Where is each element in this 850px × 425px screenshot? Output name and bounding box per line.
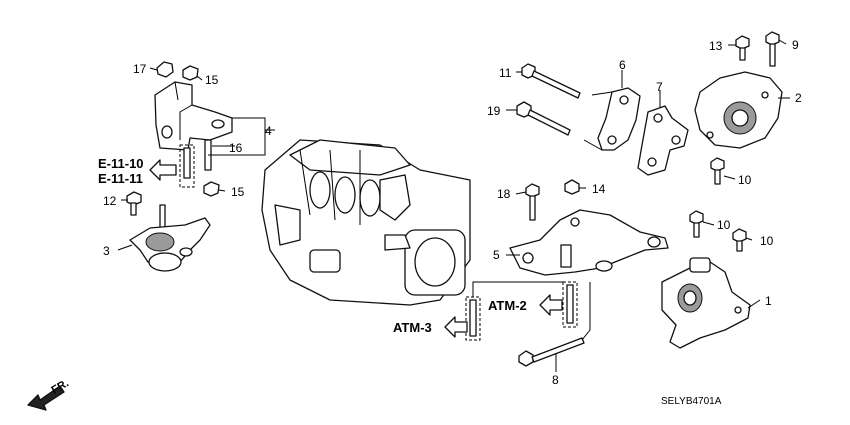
callout-1: 1 (765, 294, 772, 308)
nut-14 (564, 179, 580, 195)
mount-1 (661, 257, 751, 349)
bolt-8 (518, 337, 585, 367)
callout-18: 18 (497, 187, 511, 201)
callout-16: 16 (229, 141, 243, 155)
front-direction-label: FR. (50, 377, 71, 396)
stud-atm-2 (562, 281, 578, 328)
reference-labels: E-11-10 E-11-11 ATM-2 ATM-3 (98, 156, 527, 335)
bracket-6 (583, 87, 641, 151)
reference-arrow-atm-2 (539, 294, 563, 316)
callout-15-upper: 15 (205, 73, 219, 87)
callout-15-lower: 15 (231, 185, 245, 199)
callout-12: 12 (103, 194, 117, 208)
callout-11: 11 (499, 66, 512, 80)
front-direction-arrow (27, 385, 65, 411)
diagram-code: SELYB4701A (661, 396, 722, 407)
callout-5: 5 (493, 248, 500, 262)
callout-14: 14 (592, 182, 606, 196)
bolt-10-mid-b (732, 228, 747, 252)
mount-2 (694, 71, 783, 149)
nut-17-shape (156, 61, 174, 78)
callout-10-mid-b: 10 (760, 234, 774, 248)
callout-19: 19 (487, 104, 501, 118)
callout-3: 3 (103, 244, 110, 258)
bracket-5 (509, 209, 669, 276)
bolt-9 (765, 31, 780, 67)
stud-atm-3 (465, 296, 481, 341)
reference-arrow-e-11 (149, 159, 177, 181)
upper-bracket-assembly (154, 61, 233, 197)
leader-lines (117, 39, 790, 372)
ref-atm-3[interactable]: ATM-3 (393, 320, 432, 335)
nut-15-upper-shape (182, 65, 199, 81)
bolt-10-mid-a (689, 210, 704, 238)
callout-6: 6 (619, 58, 626, 72)
bolt-18 (525, 183, 540, 221)
callout-2: 2 (795, 91, 802, 105)
ref-e-11-11[interactable]: E-11-11 (98, 171, 143, 186)
callout-4: 4 (265, 124, 272, 138)
bolt-13 (735, 35, 750, 61)
lower-engine-mount (129, 204, 211, 272)
callout-10-mid-a: 10 (717, 218, 731, 232)
callout-7: 7 (656, 80, 663, 94)
ref-atm-2[interactable]: ATM-2 (488, 298, 527, 313)
callout-17: 17 (133, 62, 147, 76)
bracket-7 (637, 105, 689, 176)
callout-9: 9 (792, 38, 799, 52)
ref-e-11-10[interactable]: E-11-10 (98, 156, 144, 171)
reference-arrow-atm-3 (444, 316, 468, 338)
engine-illustration (261, 139, 471, 306)
callout-10-upper: 10 (738, 173, 752, 187)
bolt-12 (126, 191, 142, 216)
callout-8: 8 (552, 373, 559, 387)
bolt-10-upper (710, 157, 725, 185)
callout-13: 13 (709, 39, 723, 53)
bolt-19 (516, 101, 571, 136)
bolt-11 (521, 63, 581, 99)
callout-labels: 17 15 4 16 15 12 3 11 19 6 7 2 13 9 10 1… (103, 38, 802, 387)
